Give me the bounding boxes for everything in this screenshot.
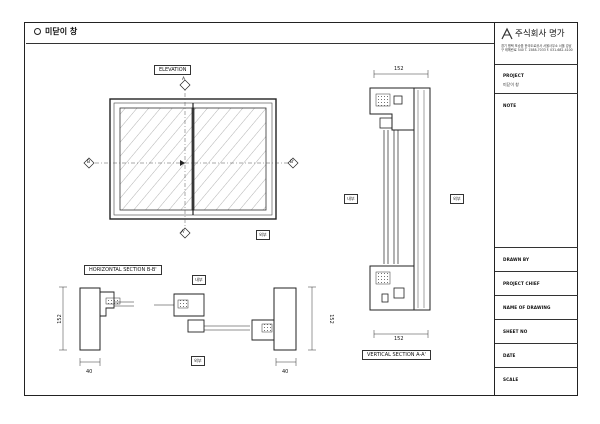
company-logo-icon bbox=[501, 27, 513, 40]
project-cell: PROJECT 미닫이 창 bbox=[495, 64, 578, 94]
vertical-section-view bbox=[369, 70, 431, 338]
drawn-by-cell: DRAWN BY bbox=[495, 248, 578, 272]
drawing-title: 미닫이 창 bbox=[34, 26, 77, 37]
title-block: 주식회사 명가 경기 평택 포승읍 한국도로공사 서울사무소 서울 강남구 테헤… bbox=[494, 22, 578, 396]
horizontal-dim-152-left: 152 bbox=[56, 314, 63, 324]
scale-label: SCALE bbox=[503, 377, 519, 382]
vertical-exterior-label: 외부 bbox=[450, 194, 464, 204]
name-of-drawing-label: NAME OF DRAWING bbox=[503, 305, 551, 310]
company-name: 주식회사 명가 bbox=[515, 29, 565, 39]
vertical-dim-152-bottom: 152 bbox=[394, 336, 404, 342]
elevation-label: ELEVATION bbox=[154, 65, 192, 75]
vertical-section-label: VERTICAL SECTION A-A' bbox=[362, 350, 431, 360]
scale-cell: SCALE bbox=[495, 368, 578, 395]
marker-a-top: A bbox=[182, 77, 186, 82]
company-logo-block: 주식회사 명가 경기 평택 포승읍 한국도로공사 서울사무소 서울 강남구 테헤… bbox=[495, 22, 578, 65]
marker-b-right: B' bbox=[290, 160, 295, 165]
title-underline bbox=[26, 43, 494, 44]
project-label: PROJECT bbox=[503, 73, 524, 78]
drawn-by-label: DRAWN BY bbox=[503, 257, 530, 262]
marker-a-bottom: A' bbox=[181, 230, 186, 235]
project-chief-cell: PROJECT CHIEF bbox=[495, 272, 578, 296]
project-value: 미닫이 창 bbox=[503, 82, 519, 87]
name-of-drawing-cell: NAME OF DRAWING bbox=[495, 296, 578, 320]
drawing-area: ELEVATION A A' B B' 외부 HORIZONTAL SECTIO… bbox=[26, 44, 494, 394]
sheet-no-label: SHEET NO bbox=[503, 329, 528, 334]
drawing-sheet-border bbox=[24, 22, 578, 396]
horizontal-section-view bbox=[59, 286, 316, 366]
horizontal-dim-152-right: 152 bbox=[327, 314, 334, 324]
elevation-exterior-label: 외부 bbox=[256, 230, 270, 240]
vertical-dim-152-top: 152 bbox=[394, 66, 404, 72]
horizontal-interior-label: 내부 bbox=[192, 275, 206, 285]
date-label: DATE bbox=[503, 353, 516, 358]
sheet-no-cell: SHEET NO bbox=[495, 320, 578, 344]
drawing-title-text: 미닫이 창 bbox=[45, 27, 78, 36]
marker-b-left: B bbox=[87, 160, 91, 165]
horizontal-dim-40-right: 40 bbox=[282, 369, 289, 375]
company-address: 경기 평택 포승읍 한국도로공사 서울사무소 서울 강남구 테헤란로 540 T… bbox=[501, 44, 573, 53]
circle-bullet-icon bbox=[34, 28, 41, 35]
horizontal-dim-40-left: 40 bbox=[86, 369, 93, 375]
date-cell: DATE bbox=[495, 344, 578, 368]
note-cell: NOTE bbox=[495, 94, 578, 248]
project-chief-label: PROJECT CHIEF bbox=[503, 281, 540, 286]
elevation-view bbox=[83, 79, 299, 239]
note-label: NOTE bbox=[503, 103, 517, 108]
horizontal-section-label: HORIZONTAL SECTION B-B' bbox=[84, 265, 162, 275]
technical-drawing bbox=[59, 70, 431, 366]
horizontal-exterior-label: 외부 bbox=[191, 356, 205, 366]
vertical-interior-label: 내부 bbox=[344, 194, 358, 204]
